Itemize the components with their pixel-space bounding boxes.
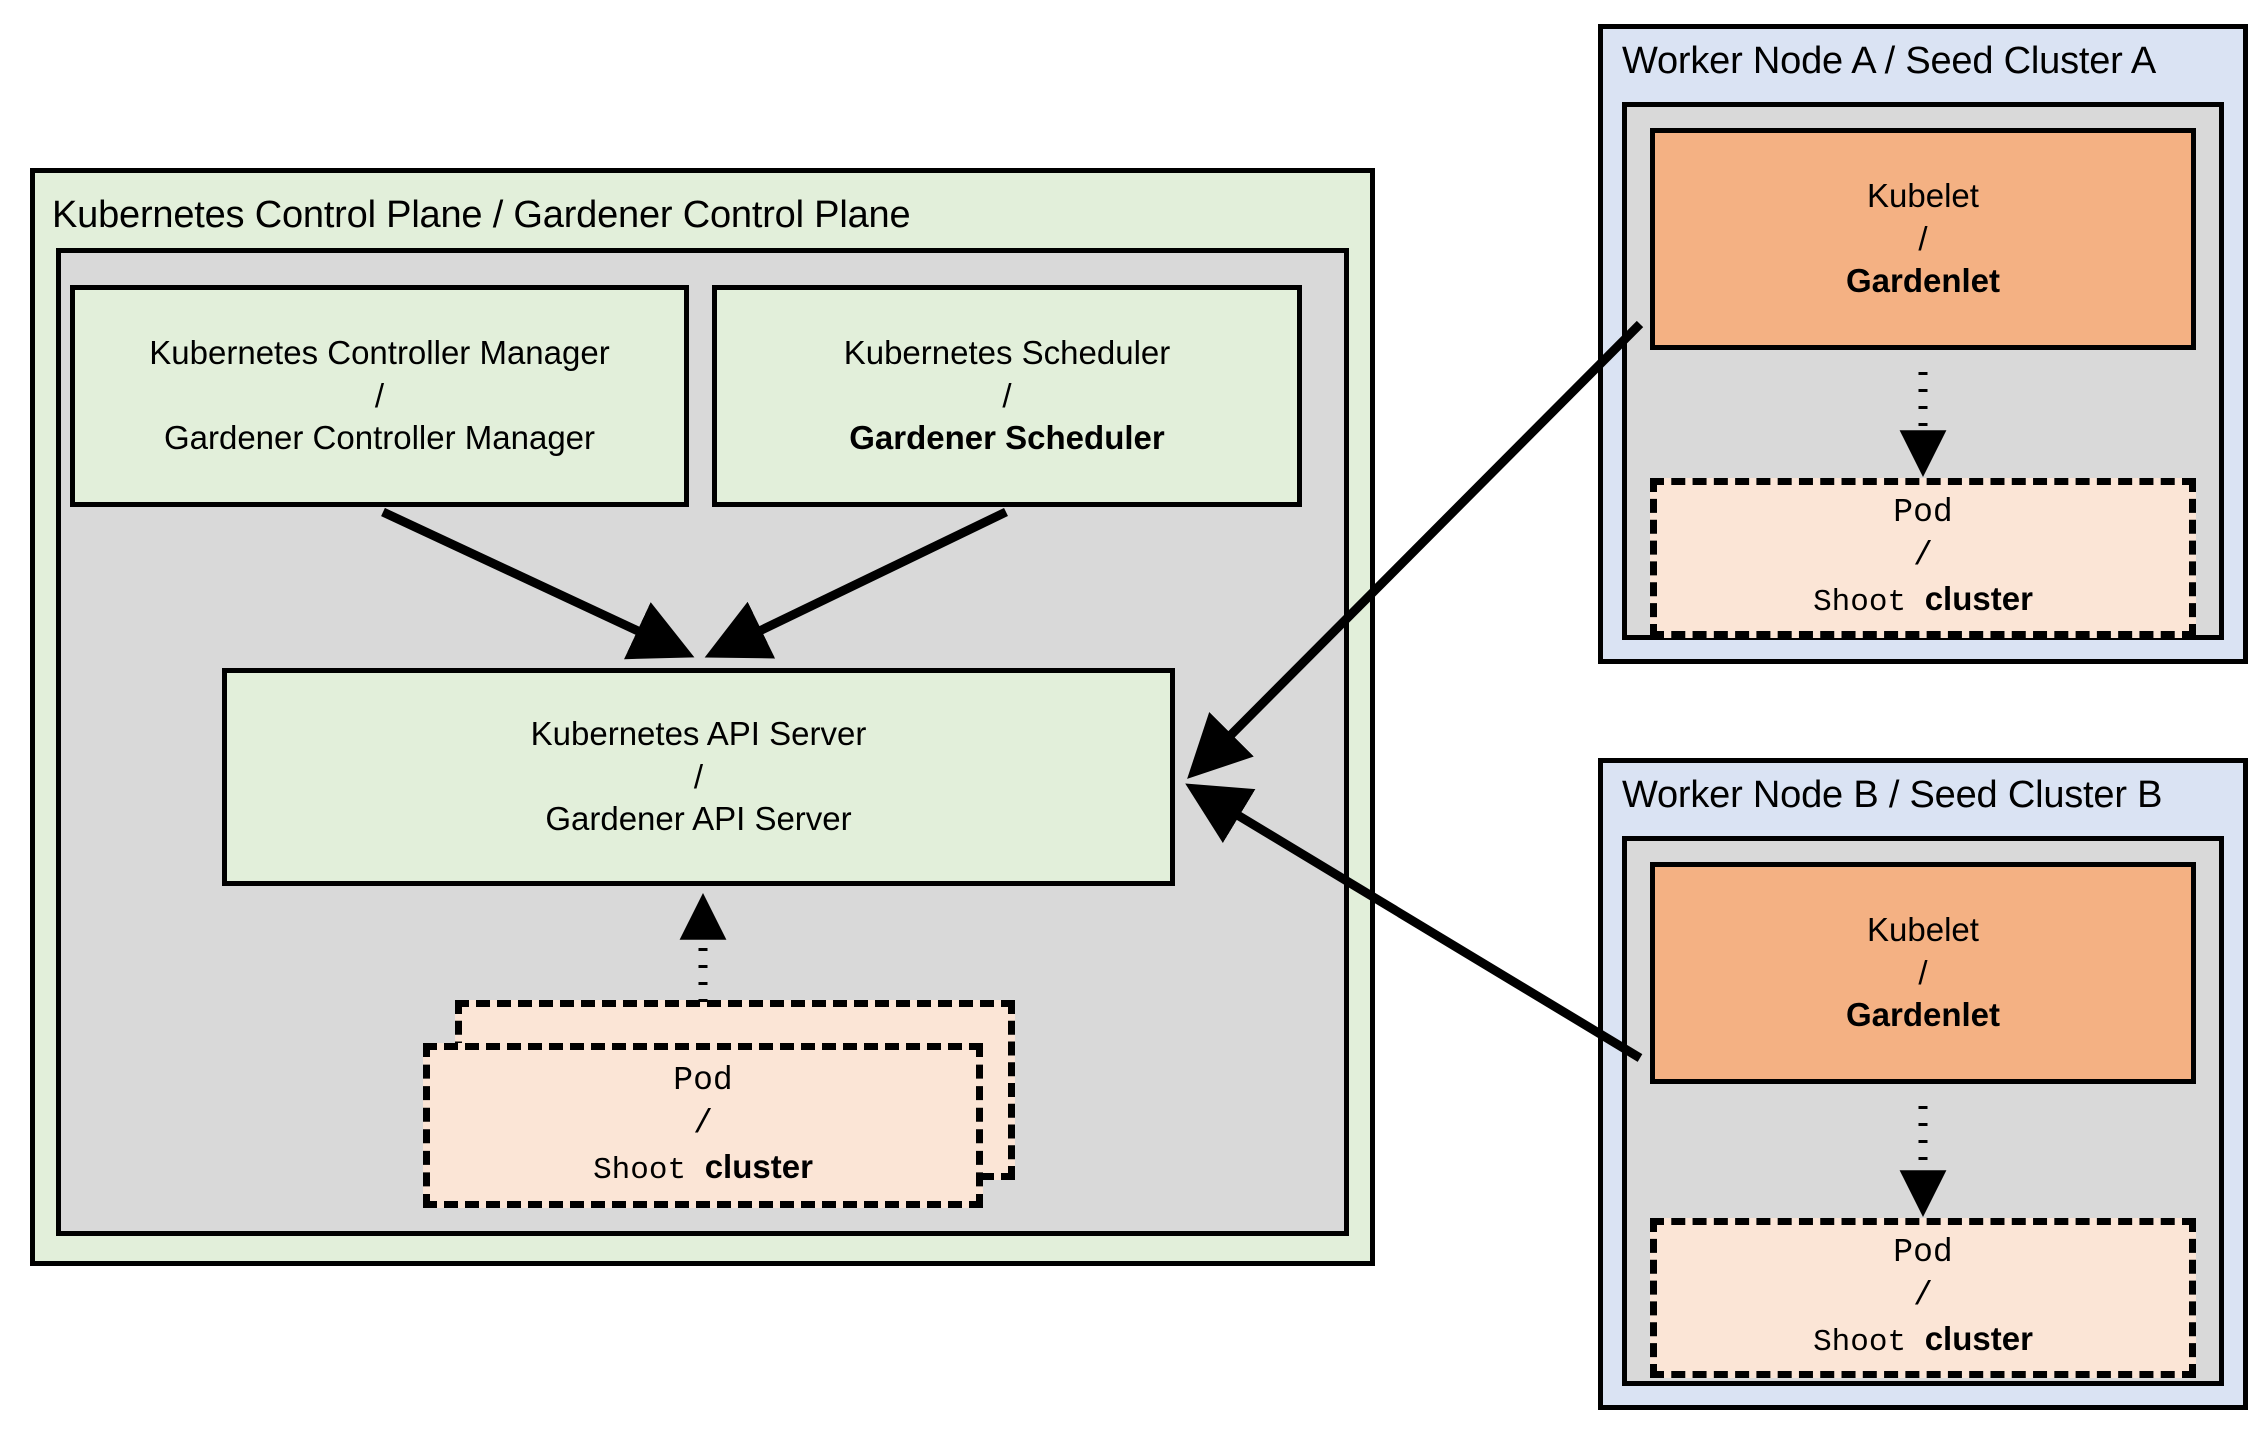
worker-a-pod-line1: Pod [1893,494,1953,532]
worker-node-b-pod-label: Pod / Shoot cluster [1657,1225,2189,1371]
controller-manager-line1: Kubernetes Controller Manager [149,333,610,371]
worker-b-pod-line1: Pod [1893,1234,1953,1272]
worker-b-kubelet-line1: Kubelet [1867,910,1979,948]
control-plane-pod-box[interactable]: Pod / Shoot cluster [423,1043,983,1208]
api-server-line2: Gardener API Server [545,800,852,838]
worker-a-kubelet-separator: / [1918,219,1928,257]
control-plane-pod-line2-mono: Shoot [593,1152,705,1188]
control-plane-title: Kubernetes Control Plane / Gardener Cont… [52,194,911,236]
kubernetes-scheduler-label: Kubernetes Scheduler / Gardener Schedule… [717,290,1297,502]
scheduler-line1: Kubernetes Scheduler [843,333,1171,371]
worker-b-pod-line2-mono: Shoot [1813,1325,1925,1361]
worker-node-a-pod-box[interactable]: Pod / Shoot cluster [1650,478,2196,638]
worker-a-pod-line2-mono: Shoot [1813,585,1925,621]
worker-node-a-kubelet-label: Kubelet / Gardenlet [1655,133,2191,345]
scheduler-line2: Gardener Scheduler [849,419,1165,457]
worker-a-pod-line2: Shoot cluster [1813,578,2033,623]
worker-node-b-title: Worker Node B / Seed Cluster B [1622,774,2163,816]
api-server-separator: / [693,757,704,795]
worker-b-kubelet-separator: / [1918,953,1928,991]
controller-manager-separator: / [374,376,385,414]
worker-b-pod-line2: Shoot cluster [1813,1318,2033,1363]
kubernetes-controller-manager-box[interactable]: Kubernetes Controller Manager / Gardener… [70,285,689,507]
worker-node-b-kubelet-label: Kubelet / Gardenlet [1655,867,2191,1079]
controller-manager-line2: Gardener Controller Manager [163,419,596,457]
control-plane-pod-separator: / [693,1104,713,1142]
kubernetes-controller-manager-label: Kubernetes Controller Manager / Gardener… [75,290,684,502]
worker-node-b-pod-box[interactable]: Pod / Shoot cluster [1650,1218,2196,1378]
control-plane-pod-line2-bold: cluster [704,1147,813,1185]
kubernetes-scheduler-box[interactable]: Kubernetes Scheduler / Gardener Schedule… [712,285,1302,507]
control-plane-pod-line1: Pod [673,1061,733,1099]
worker-a-pod-line2-bold: cluster [1924,580,2033,618]
worker-node-a-title: Worker Node A / Seed Cluster A [1622,40,2157,82]
kubernetes-api-server-box[interactable]: Kubernetes API Server / Gardener API Ser… [222,668,1175,886]
control-plane-pod-line2: Shoot cluster [593,1146,813,1191]
worker-node-b-kubelet-box[interactable]: Kubelet / Gardenlet [1650,862,2196,1084]
control-plane-pod-label: Pod / Shoot cluster [430,1050,976,1201]
worker-b-pod-line2-bold: cluster [1924,1320,2033,1358]
worker-a-pod-separator: / [1913,537,1933,575]
scheduler-separator: / [1002,376,1012,414]
api-server-line1: Kubernetes API Server [530,714,867,752]
worker-a-kubelet-line1: Kubelet [1867,176,1979,214]
worker-a-kubelet-line2: Gardenlet [1845,262,2001,300]
kubernetes-api-server-label: Kubernetes API Server / Gardener API Ser… [227,673,1170,881]
worker-node-a-pod-label: Pod / Shoot cluster [1657,485,2189,631]
worker-b-kubelet-line2: Gardenlet [1845,996,2001,1034]
worker-node-a-kubelet-box[interactable]: Kubelet / Gardenlet [1650,128,2196,350]
worker-b-pod-separator: / [1913,1277,1933,1315]
